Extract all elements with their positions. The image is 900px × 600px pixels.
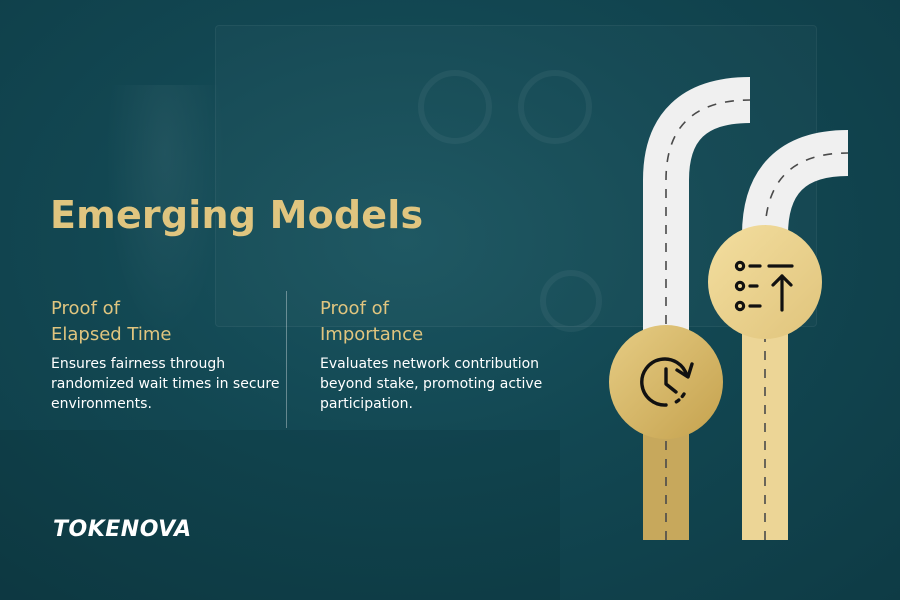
model-title: Proof of Importance bbox=[320, 298, 424, 345]
badge-importance-circle bbox=[708, 225, 822, 339]
background-gauge-1 bbox=[418, 70, 492, 144]
model-card-importance: Proof of Importance Evaluates network co… bbox=[320, 296, 560, 414]
badge-importance bbox=[708, 225, 822, 339]
background-gauge-3 bbox=[540, 270, 602, 332]
road-right bbox=[742, 130, 849, 540]
background-person bbox=[100, 85, 230, 355]
road-left-dash bbox=[665, 99, 751, 540]
tokenova-logo[interactable]: TOKENOVA bbox=[53, 517, 192, 542]
model-title: Proof of Elapsed Time bbox=[51, 298, 172, 345]
clock-refresh-icon bbox=[640, 357, 694, 407]
priority-list-icon bbox=[734, 260, 794, 312]
model-description: Ensures fairness through randomized wait… bbox=[51, 356, 280, 412]
background-gauge-2 bbox=[518, 70, 592, 144]
background-desk bbox=[0, 430, 560, 600]
model-card-elapsed-time: Proof of Elapsed Time Ensures fairness t… bbox=[51, 296, 291, 414]
badge-elapsed-time bbox=[609, 325, 723, 439]
model-description: Evaluates network contribution beyond st… bbox=[320, 356, 543, 412]
page-title: Emerging Models bbox=[50, 193, 424, 237]
column-divider bbox=[286, 291, 287, 428]
